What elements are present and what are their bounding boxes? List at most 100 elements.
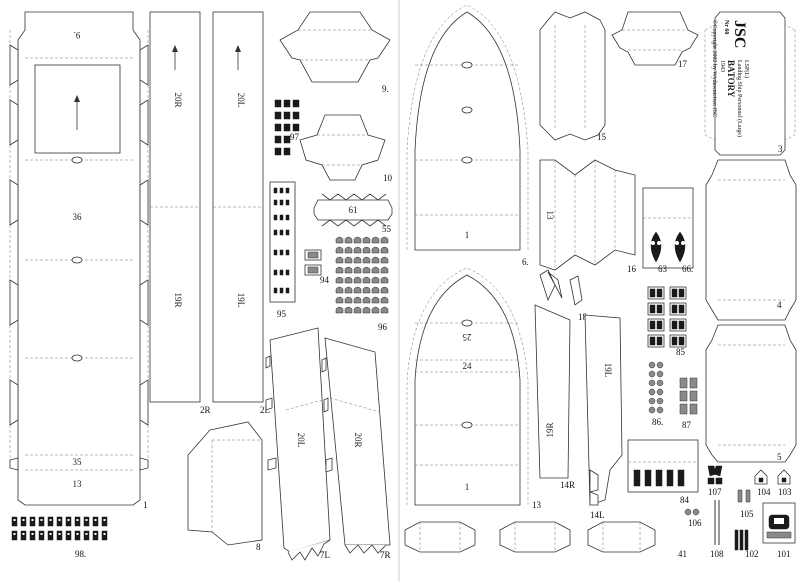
door-panel <box>678 304 685 314</box>
dome-piece <box>335 286 344 294</box>
label-block-61: 61 <box>349 205 358 215</box>
window-piece <box>83 530 90 541</box>
part-number-63: 63 <box>658 264 668 274</box>
window-piece <box>29 530 36 541</box>
part-number-105: 105 <box>740 509 754 519</box>
window-pane <box>103 533 106 535</box>
part-95 <box>269 181 296 303</box>
window-piece <box>11 530 18 541</box>
part-side-19L <box>584 314 623 506</box>
dome-piece <box>362 276 371 284</box>
dome-piece <box>380 246 389 254</box>
window-pane <box>49 519 52 521</box>
porthole-piece <box>648 361 656 369</box>
dome-piece <box>353 236 362 244</box>
door-panel <box>656 304 663 314</box>
part-106 <box>684 508 700 516</box>
part-17 <box>611 11 699 66</box>
cover-title-line2: BATORY <box>726 60 736 98</box>
part-number-86: 86. <box>652 417 663 427</box>
window-piece <box>101 530 108 541</box>
part-102 <box>734 529 749 551</box>
part-number-97: 97 <box>290 132 300 142</box>
dome-piece <box>335 246 344 254</box>
window-pane <box>31 519 34 521</box>
dome-piece <box>371 276 380 284</box>
porthole-piece <box>656 370 664 378</box>
part-hull-side <box>9 11 149 506</box>
part-8 <box>187 421 263 546</box>
dome-piece <box>371 296 380 304</box>
dome-piece <box>380 286 389 294</box>
part-number-14L: 14L <box>590 510 605 520</box>
porthole-piece <box>648 379 656 387</box>
dome-piece <box>335 306 344 314</box>
label-strip-19L: 19L <box>236 293 246 308</box>
dome-piece <box>371 246 380 254</box>
dome-piece <box>380 256 389 264</box>
part-number-4: 4 <box>777 300 782 310</box>
part-number-1: 1 <box>143 500 148 510</box>
part-number-95: 95 <box>277 309 287 319</box>
cover-title-line1: Landing Ship Personnel (Large) <box>736 60 743 137</box>
door-panel <box>671 320 678 330</box>
part-number-8: 8 <box>256 542 261 552</box>
part-84 <box>627 439 699 493</box>
window-pane <box>94 519 97 521</box>
window-piece <box>29 516 36 527</box>
part-fin-20R <box>321 337 391 554</box>
door-panel <box>671 304 678 314</box>
label-hull-13: 13 <box>73 479 83 489</box>
door-panel <box>671 288 678 298</box>
window-pane <box>85 519 88 521</box>
window-pane <box>22 519 25 521</box>
vent-piece <box>679 390 688 402</box>
dome-piece <box>335 276 344 284</box>
part-deck-upper <box>406 4 529 251</box>
window-pane <box>13 533 16 535</box>
dome-piece <box>353 286 362 294</box>
part-number-84: 84 <box>680 495 690 505</box>
vent-piece <box>679 377 688 389</box>
window-piece <box>65 530 72 541</box>
part-101 <box>762 502 796 544</box>
part-number-85: 85 <box>676 347 686 357</box>
window-piece <box>47 516 54 527</box>
dome-piece <box>344 246 353 254</box>
part-63-66 <box>642 187 694 269</box>
part-61 <box>313 193 393 227</box>
porthole-piece <box>656 406 664 414</box>
part-87-grid <box>679 377 698 415</box>
part-97-grid <box>274 99 300 156</box>
part-bottom-row <box>404 521 656 553</box>
window-piece <box>83 516 90 527</box>
window-piece <box>47 530 54 541</box>
door-panel <box>678 336 685 346</box>
door-panel <box>671 336 678 346</box>
dome-piece <box>380 266 389 274</box>
label-side-19R: 19R <box>545 422 555 437</box>
dome-piece <box>335 296 344 304</box>
dome-piece <box>380 296 389 304</box>
dome-piece <box>353 266 362 274</box>
part-15 <box>539 11 606 141</box>
dome-piece <box>362 246 371 254</box>
door-panel <box>649 320 656 330</box>
label-strip-19R: 19R <box>173 292 183 307</box>
label-deck-24: 24 <box>463 361 473 371</box>
part-number-102: 102 <box>745 549 759 559</box>
window-piece <box>74 516 81 527</box>
dome-piece <box>371 266 380 274</box>
door-panel <box>656 336 663 346</box>
part-103 <box>777 469 791 485</box>
porthole-piece <box>656 379 664 387</box>
part-number-108: 108 <box>710 549 724 559</box>
door-panel <box>649 288 656 298</box>
part-105 <box>737 489 751 503</box>
vent-piece <box>679 403 688 415</box>
window-pane <box>22 533 25 535</box>
window-pane <box>40 533 43 535</box>
window-piece <box>74 530 81 541</box>
part-number-10: 10 <box>383 173 393 183</box>
